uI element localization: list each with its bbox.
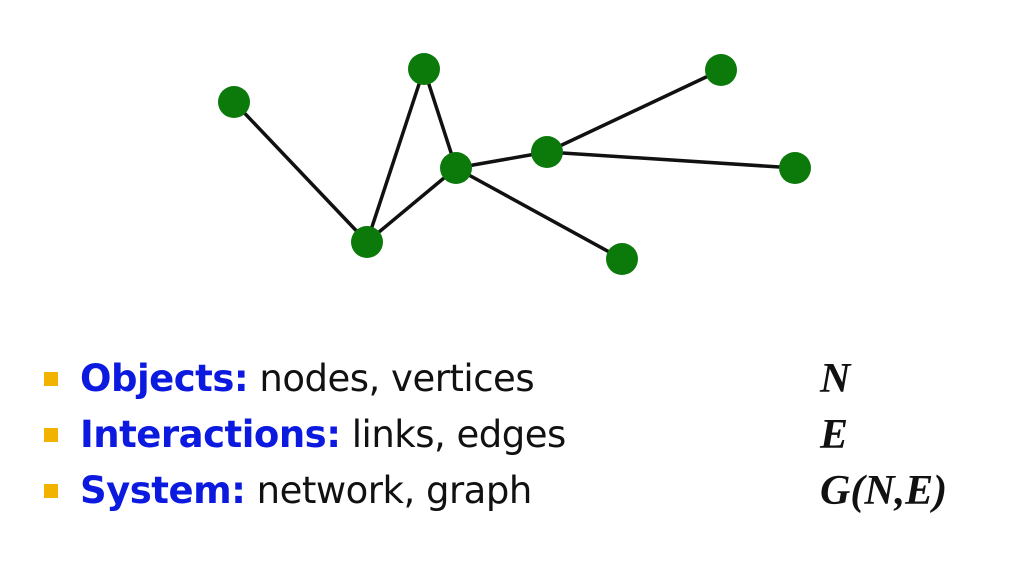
square-bullet-icon bbox=[44, 484, 58, 498]
network-graph bbox=[218, 53, 811, 275]
graph-edge bbox=[454, 166, 624, 261]
list-item-objects: Objects: nodes, vertices N bbox=[44, 352, 1004, 408]
math-symbol: E bbox=[820, 412, 849, 458]
term-description: network, graph bbox=[245, 469, 533, 512]
graph-edge bbox=[422, 67, 458, 170]
term-label: System: bbox=[80, 469, 246, 512]
term-description: nodes, vertices bbox=[248, 357, 535, 400]
graph-node bbox=[408, 53, 440, 85]
math-symbol: N bbox=[820, 356, 851, 402]
square-bullet-icon bbox=[44, 372, 58, 386]
graph-node bbox=[705, 54, 737, 86]
graph-node bbox=[440, 152, 472, 184]
graph-edge bbox=[365, 166, 458, 244]
graph-node bbox=[606, 243, 638, 275]
list-item-interactions: Interactions: links, edges E bbox=[44, 408, 1004, 464]
graph-edge bbox=[545, 150, 797, 170]
term-description: links, edges bbox=[340, 413, 567, 456]
graph-edge bbox=[365, 67, 426, 244]
graph-edge bbox=[545, 68, 723, 154]
list-item-system: System: network, graph G(N,E) bbox=[44, 464, 1004, 520]
math-symbol: G(N,E) bbox=[820, 468, 948, 514]
term-label: Interactions: bbox=[80, 413, 341, 456]
graph-node bbox=[779, 152, 811, 184]
term-label: Objects: bbox=[80, 357, 249, 400]
definition-list: Objects: nodes, vertices N Interactions:… bbox=[44, 352, 1004, 520]
graph-edge bbox=[232, 100, 369, 244]
graph-node bbox=[531, 136, 563, 168]
square-bullet-icon bbox=[44, 428, 58, 442]
graph-node bbox=[351, 226, 383, 258]
graph-node bbox=[218, 86, 250, 118]
